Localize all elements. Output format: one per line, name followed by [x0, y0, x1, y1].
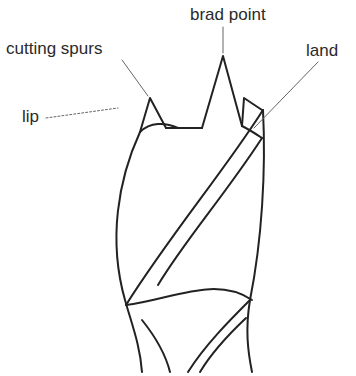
- cutting-spur: [242, 98, 262, 126]
- flute-line: [188, 300, 250, 372]
- top-edge: [166, 127, 202, 129]
- leader-line: [223, 27, 224, 53]
- flute-line: [158, 138, 262, 285]
- leader-line: [254, 62, 318, 128]
- part-label: lip: [22, 108, 39, 127]
- flute-line: [200, 318, 246, 372]
- leader-line: [46, 108, 118, 118]
- part-label: land: [306, 42, 338, 61]
- part-label: cutting spurs: [6, 40, 102, 59]
- brad-point: [202, 56, 242, 128]
- flute-line: [126, 289, 252, 305]
- cutting-spur: [140, 98, 166, 132]
- part-label: brad point: [190, 6, 266, 25]
- lip-edge: [140, 124, 178, 132]
- flute-line: [126, 110, 263, 305]
- bit-outline: [116, 132, 142, 372]
- leader-line: [122, 60, 148, 96]
- flute-line: [142, 320, 170, 372]
